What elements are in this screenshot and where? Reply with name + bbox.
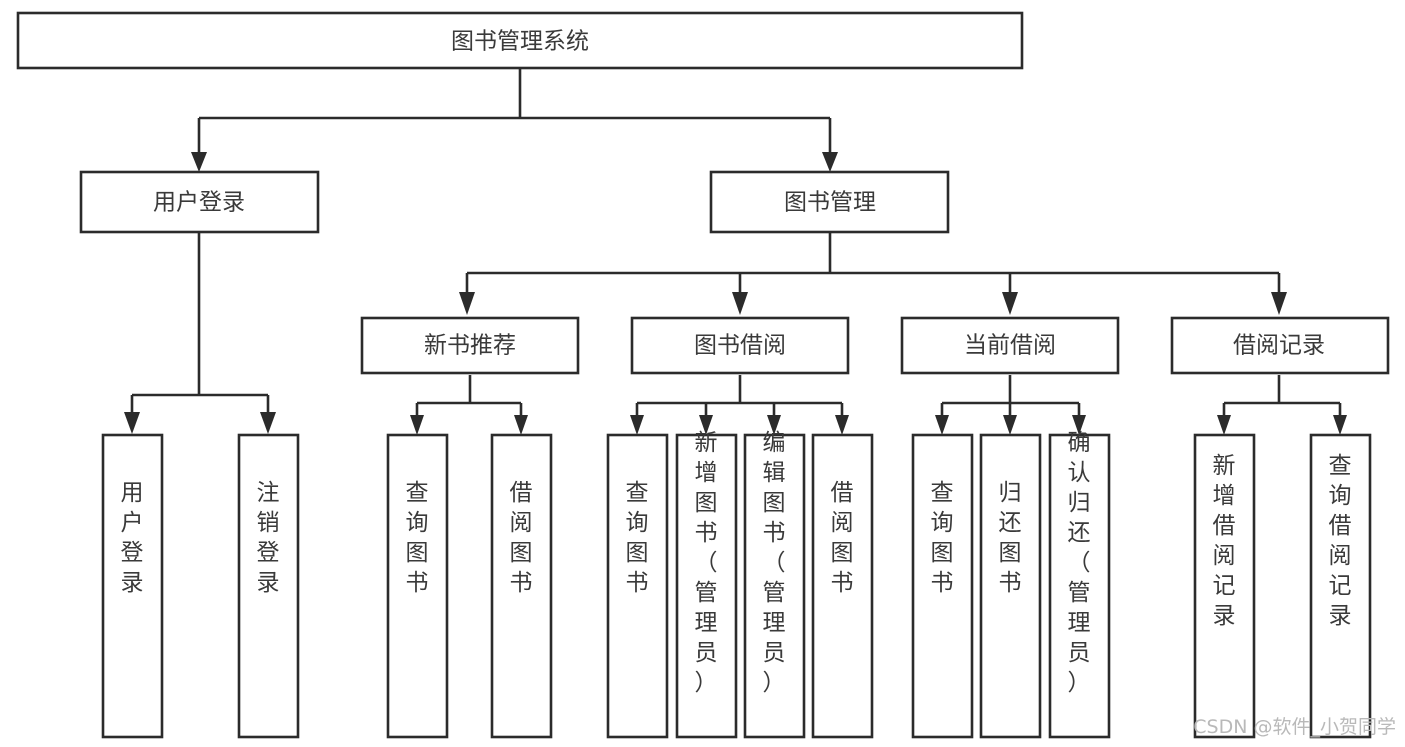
node-leaf-logout-label: 注销登录 bbox=[257, 480, 280, 596]
node-book-borrow-label: 图书借阅 bbox=[694, 333, 786, 359]
connector-group-new-book-rec bbox=[410, 375, 528, 435]
node-leaf-confirm-return-admin-label: 确认归还（管理员） bbox=[1068, 430, 1091, 696]
node-borrow-record[interactable]: 借阅记录 bbox=[1170, 316, 1390, 375]
arrow-head-icon bbox=[732, 292, 748, 315]
arrow-head-icon bbox=[459, 292, 475, 315]
arrow-head-icon bbox=[1333, 415, 1347, 435]
node-leaf-query-borrow-record-label: 查询借阅记录 bbox=[1329, 453, 1352, 629]
node-leaf-borrow-book-1-label: 借阅图书 bbox=[510, 480, 533, 596]
arrow-head-icon bbox=[1003, 415, 1017, 435]
node-leaf-logout[interactable]: 注销登录 bbox=[237, 433, 300, 739]
node-leaf-borrow-book-1[interactable]: 借阅图书 bbox=[490, 433, 553, 739]
node-leaf-edit-book-admin-box[interactable] bbox=[743, 433, 806, 739]
connector-group-user-login bbox=[124, 232, 276, 434]
node-root-system-box[interactable] bbox=[16, 11, 1024, 70]
node-leaf-query-book-1-label: 查询图书 bbox=[406, 480, 429, 596]
arrow-head-icon bbox=[191, 152, 207, 172]
arrow-head-icon bbox=[1002, 292, 1018, 315]
node-book-borrow[interactable]: 图书借阅 bbox=[630, 316, 850, 375]
node-user-login-box[interactable] bbox=[79, 170, 320, 234]
node-new-book-recommend-label: 新书推荐 bbox=[424, 333, 516, 359]
node-leaf-query-book-1-box[interactable] bbox=[386, 433, 449, 739]
node-new-book-recommend[interactable]: 新书推荐 bbox=[360, 316, 580, 375]
node-leaf-user-login-label: 用户登录 bbox=[121, 480, 144, 596]
node-leaf-borrow-book-2-box[interactable] bbox=[811, 433, 874, 739]
node-current-borrow-box[interactable] bbox=[900, 316, 1120, 375]
node-book-management[interactable]: 图书管理 bbox=[709, 170, 950, 234]
node-leaf-query-book-3-box[interactable] bbox=[911, 433, 974, 739]
arrow-head-icon bbox=[630, 415, 644, 435]
connector-group-current-borrow bbox=[935, 375, 1086, 435]
node-leaf-user-login-box[interactable] bbox=[101, 433, 164, 739]
node-leaf-logout-box[interactable] bbox=[237, 433, 300, 739]
csdn-watermark: CSDN @软件_小贺同学 bbox=[1193, 716, 1396, 738]
node-leaf-add-borrow-record-label: 新增借阅记录 bbox=[1213, 453, 1236, 629]
node-root-system-label: 图书管理系统 bbox=[451, 29, 589, 55]
node-leaf-borrow-book-2-label: 借阅图书 bbox=[831, 480, 854, 596]
arrow-head-icon bbox=[699, 415, 713, 435]
node-root-system[interactable]: 图书管理系统 bbox=[16, 11, 1024, 70]
arrow-head-icon bbox=[1217, 415, 1231, 435]
arrow-head-icon bbox=[514, 415, 528, 435]
node-borrow-record-box[interactable] bbox=[1170, 316, 1390, 375]
arrow-head-icon bbox=[835, 415, 849, 435]
node-leaf-add-book-admin[interactable]: 新增图书（管理员） bbox=[675, 430, 738, 739]
connector-group-book-borrow bbox=[630, 375, 849, 435]
node-leaf-return-book-label: 归还图书 bbox=[999, 480, 1022, 596]
connector-group-book-mgmt bbox=[459, 232, 1287, 315]
node-leaf-edit-book-admin[interactable]: 编辑图书（管理员） bbox=[743, 430, 806, 739]
node-leaf-borrow-book-1-box[interactable] bbox=[490, 433, 553, 739]
node-borrow-record-label: 借阅记录 bbox=[1233, 333, 1325, 359]
node-leaf-confirm-return-admin[interactable]: 确认归还（管理员） bbox=[1048, 430, 1111, 739]
node-leaf-user-login[interactable]: 用户登录 bbox=[101, 433, 164, 739]
node-leaf-add-book-admin-box[interactable] bbox=[675, 433, 738, 739]
node-leaf-query-book-3[interactable]: 查询图书 bbox=[911, 433, 974, 739]
node-leaf-add-borrow-record[interactable]: 新增借阅记录 bbox=[1193, 433, 1256, 739]
arrow-head-icon bbox=[822, 152, 838, 172]
node-leaf-query-book-2[interactable]: 查询图书 bbox=[606, 433, 669, 739]
node-leaf-query-book-2-box[interactable] bbox=[606, 433, 669, 739]
arrow-head-icon bbox=[410, 415, 424, 435]
connector-group-borrow-record bbox=[1217, 375, 1347, 435]
arrow-head-icon bbox=[935, 415, 949, 435]
node-leaf-query-book-1[interactable]: 查询图书 bbox=[386, 433, 449, 739]
node-book-management-label: 图书管理 bbox=[784, 190, 876, 216]
node-leaf-return-book[interactable]: 归还图书 bbox=[979, 433, 1042, 739]
node-leaf-query-book-2-label: 查询图书 bbox=[626, 480, 649, 596]
node-book-borrow-box[interactable] bbox=[630, 316, 850, 375]
node-leaf-query-borrow-record-box[interactable] bbox=[1309, 433, 1372, 739]
node-user-login[interactable]: 用户登录 bbox=[79, 170, 320, 234]
arrow-head-icon bbox=[1072, 415, 1086, 435]
node-leaf-edit-book-admin-label: 编辑图书（管理员） bbox=[763, 430, 786, 696]
node-current-borrow-label: 当前借阅 bbox=[964, 333, 1056, 359]
node-leaf-add-borrow-record-box[interactable] bbox=[1193, 433, 1256, 739]
node-book-management-box[interactable] bbox=[709, 170, 950, 234]
arrow-head-icon bbox=[260, 412, 276, 434]
node-leaf-add-book-admin-label: 新增图书（管理员） bbox=[695, 430, 718, 696]
node-leaf-borrow-book-2[interactable]: 借阅图书 bbox=[811, 433, 874, 739]
node-leaf-return-book-box[interactable] bbox=[979, 433, 1042, 739]
connector-group-root bbox=[191, 68, 838, 172]
node-leaf-confirm-return-admin-box[interactable] bbox=[1048, 433, 1111, 739]
node-leaf-query-borrow-record[interactable]: 查询借阅记录 bbox=[1309, 433, 1372, 739]
arrow-head-icon bbox=[767, 415, 781, 435]
arrow-head-icon bbox=[1271, 292, 1287, 315]
node-user-login-label: 用户登录 bbox=[153, 190, 245, 216]
arrow-head-icon bbox=[124, 412, 140, 434]
node-new-book-recommend-box[interactable] bbox=[360, 316, 580, 375]
node-current-borrow[interactable]: 当前借阅 bbox=[900, 316, 1120, 375]
node-leaf-query-book-3-label: 查询图书 bbox=[931, 480, 954, 596]
